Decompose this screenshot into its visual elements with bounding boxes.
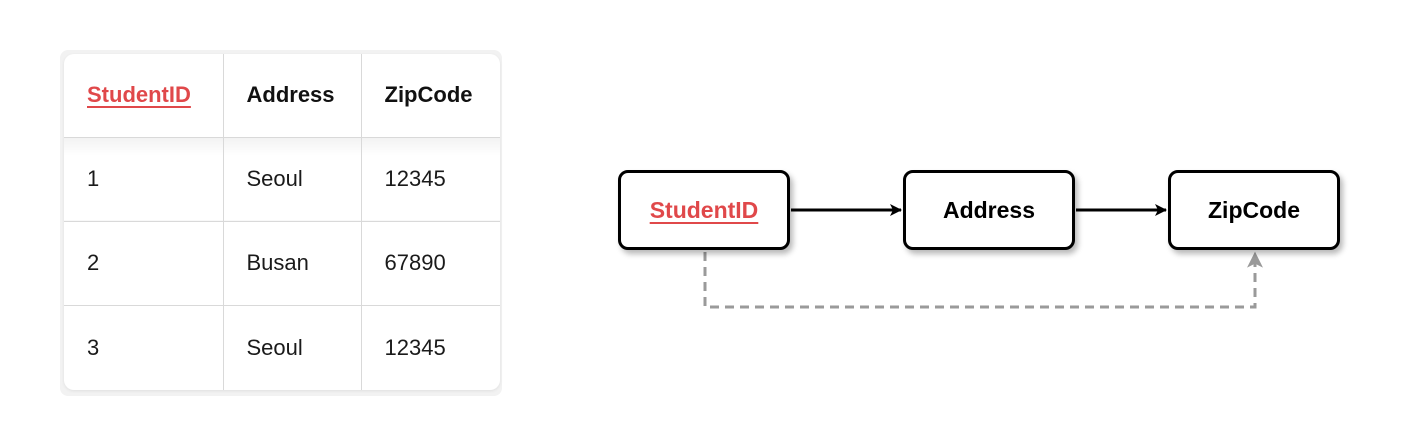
node-label-studentid: StudentID (649, 196, 759, 223)
table-row: 2 Busan 67890 (64, 221, 500, 307)
table-header-row: StudentID Address ZipCode (64, 54, 500, 138)
table-row: 1 Seoul 12345 (64, 137, 500, 222)
cell-studentid: 3 (64, 305, 224, 390)
table-row: 3 Seoul 12345 (64, 305, 500, 390)
cell-address: Seoul (223, 305, 362, 390)
primary-key-label: StudentID (87, 82, 191, 108)
node-label-zipcode: ZipCode (1208, 196, 1300, 223)
column-header-zipcode: ZipCode (361, 54, 500, 138)
cell-studentid: 2 (64, 221, 224, 307)
node-label-address: Address (942, 196, 1036, 223)
column-header-address: Address (223, 54, 362, 138)
node-address: Address (903, 170, 1075, 250)
cell-zipcode: 12345 (384, 335, 446, 361)
cell-zipcode: 67890 (361, 221, 500, 307)
cell-address: Busan (223, 221, 362, 307)
node-zipcode: ZipCode (1168, 170, 1340, 250)
cell-studentid: 1 (64, 137, 224, 222)
data-table-card: StudentID Address ZipCode 1 Seoul 12345 … (64, 54, 500, 390)
edge-studentid-zipcode-transitive (703, 251, 1263, 309)
cell-address: Seoul (223, 137, 362, 222)
cell-zipcode: 12345 (361, 137, 500, 222)
column-header-studentid: StudentID (64, 54, 224, 138)
data-table: StudentID Address ZipCode 1 Seoul 12345 … (64, 54, 500, 390)
node-studentid: StudentID (618, 170, 790, 250)
